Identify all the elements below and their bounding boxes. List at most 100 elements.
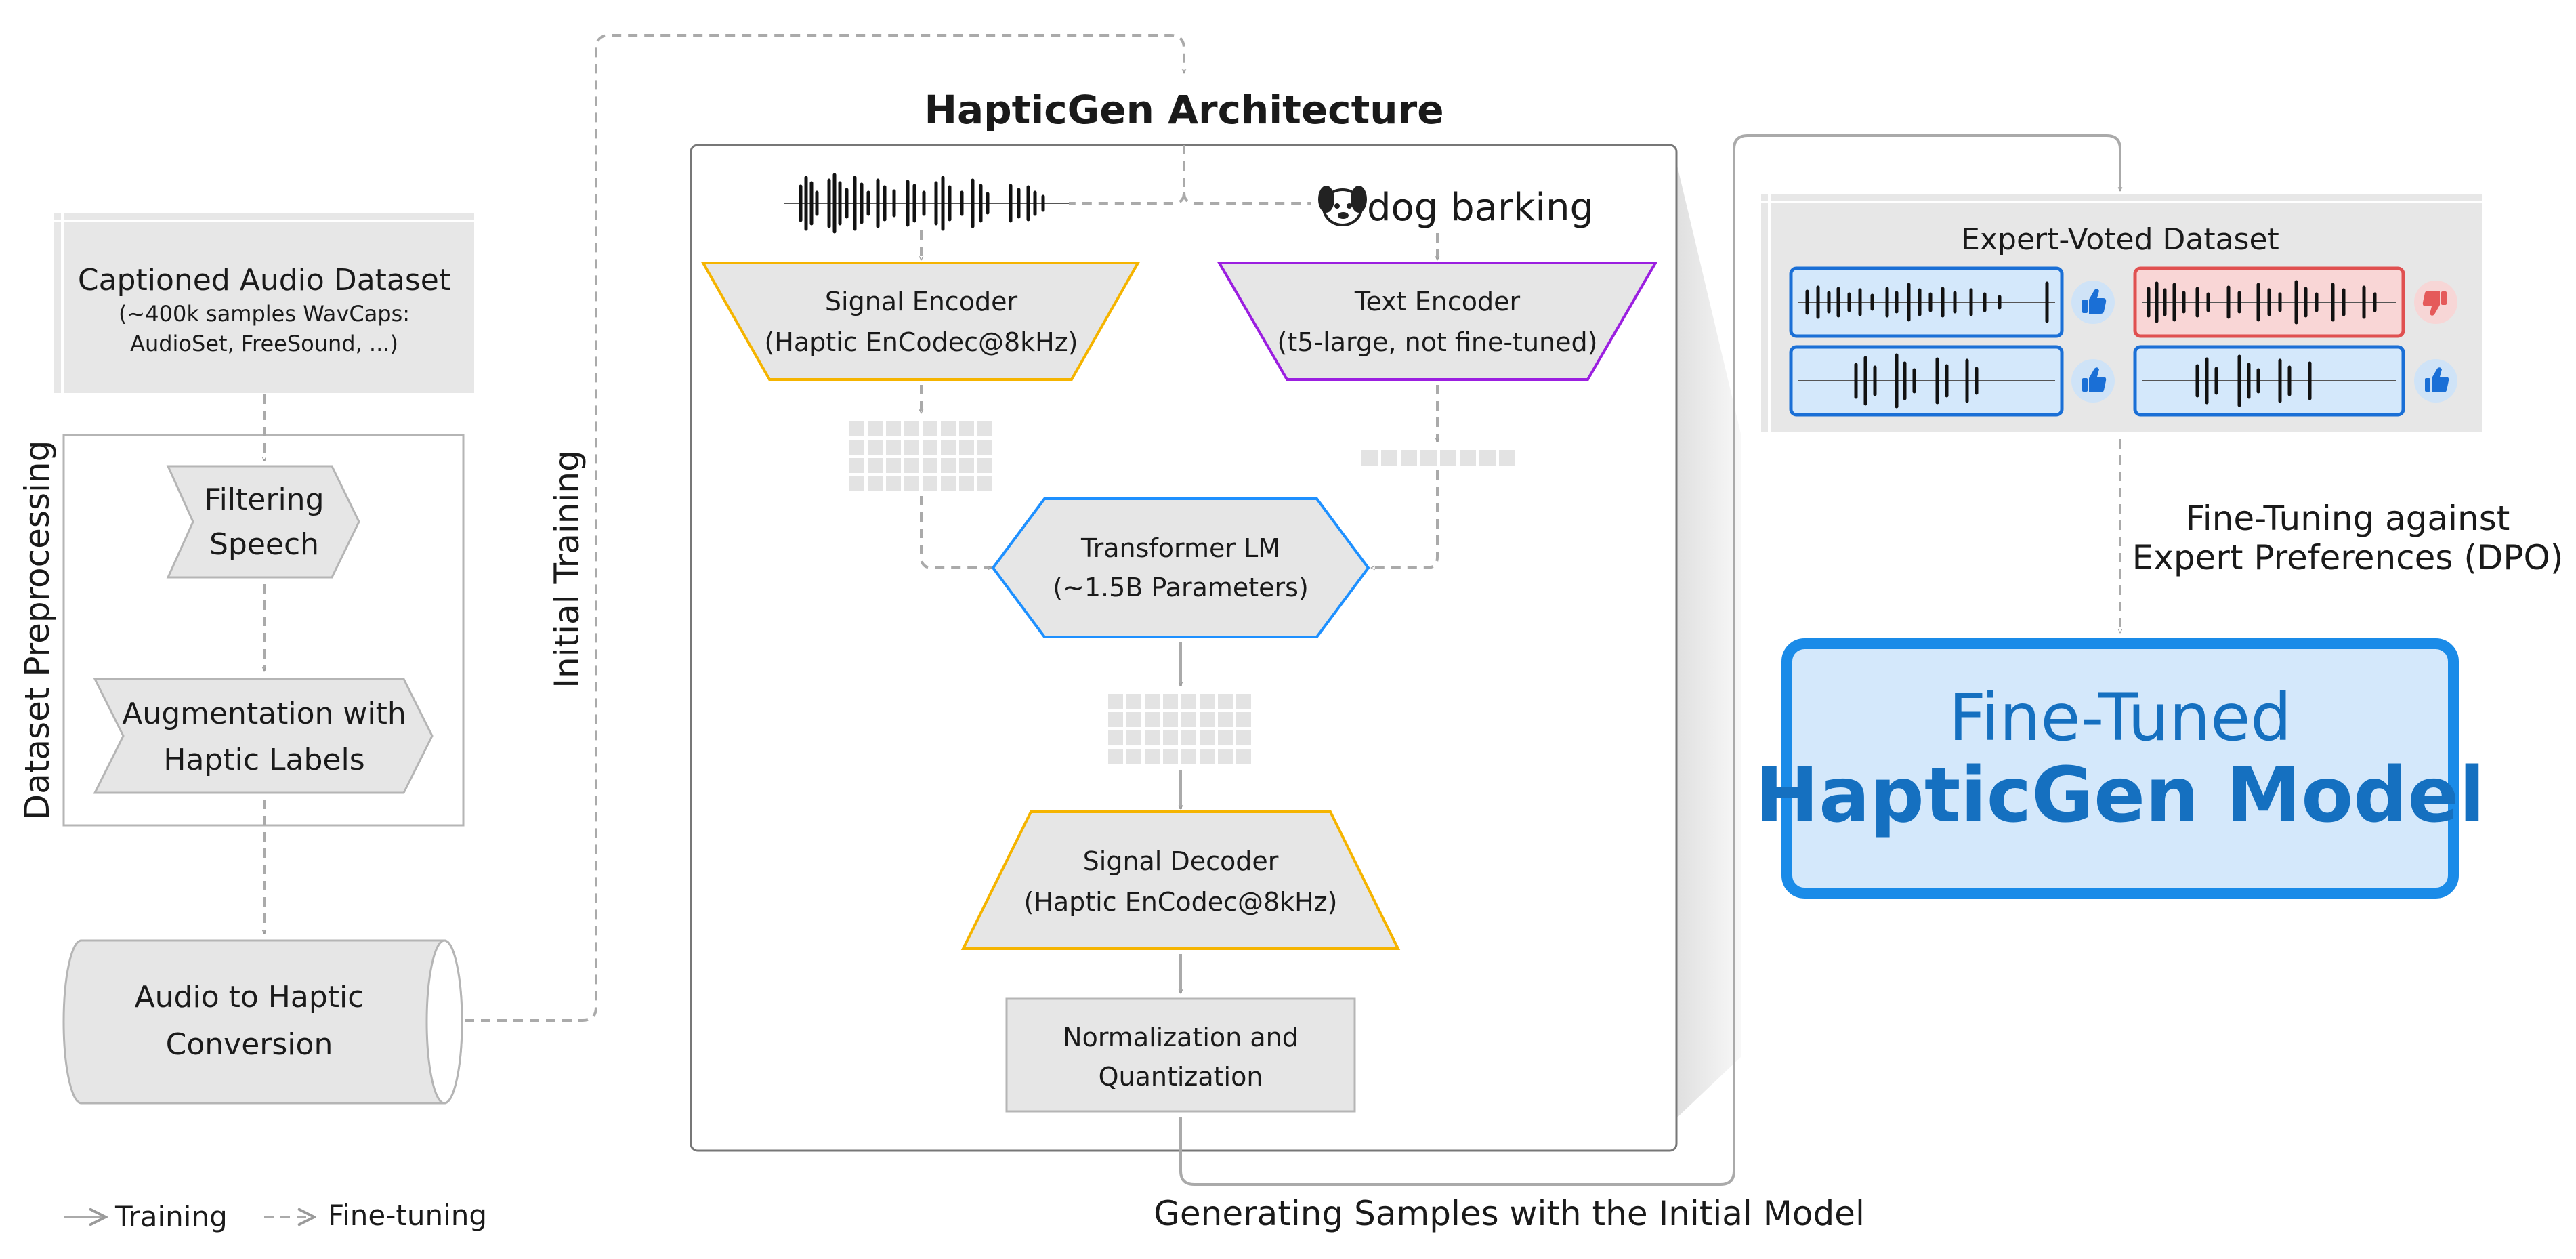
token-cell [868, 476, 883, 491]
text-prompt-label: dog barking [1367, 186, 1594, 230]
dpo-label-1: Fine-Tuning against [2186, 499, 2510, 538]
token-cell [849, 440, 864, 455]
token-cell [1218, 730, 1233, 745]
signal-token-grid [849, 421, 992, 491]
token-cell [1236, 712, 1251, 727]
token-cell [849, 421, 864, 436]
token-cell [886, 421, 901, 436]
transformer-lm: Transformer LM (~1.5B Parameters) [991, 497, 1370, 638]
thumbs-down-icon [2414, 281, 2457, 324]
token-cell [1181, 694, 1196, 709]
architecture-title: HapticGen Architecture [924, 87, 1443, 133]
transformer-label-1: Transformer LM [1080, 533, 1280, 563]
token-cell [868, 458, 883, 473]
token-cell [923, 476, 937, 491]
token-cell [1440, 450, 1456, 466]
text-encoder-label-1: Text Encoder [1354, 287, 1521, 316]
dataset-preprocessing-section: Dataset Preprocessing Captioned Audio Da… [18, 213, 474, 1105]
legend-finetuning-label: Fine-tuning [328, 1199, 487, 1232]
token-cell [868, 440, 883, 455]
legend: Training Fine-tuning [64, 1199, 487, 1233]
token-cell [886, 440, 901, 455]
augmentation-step: Augmentation with Haptic Labels [93, 678, 434, 794]
token-cell [1200, 730, 1215, 745]
transformer-label-2: (~1.5B Parameters) [1053, 573, 1309, 602]
token-cell [886, 458, 901, 473]
token-cell [1126, 712, 1141, 727]
token-cell [849, 476, 864, 491]
dataset-subtitle-2: AudioSet, FreeSound, ...) [130, 331, 398, 356]
filter-label-2: Speech [209, 527, 319, 562]
token-cell [1200, 749, 1215, 764]
norm-label-2: Quantization [1099, 1062, 1263, 1092]
token-cell [1236, 694, 1251, 709]
dpo-label-2: Expert Preferences (DPO) [2132, 538, 2564, 577]
token-cell [1181, 712, 1196, 727]
audio-to-haptic-conversion: Audio to Haptic Conversion [62, 939, 463, 1105]
token-cell [1126, 694, 1141, 709]
arrow-signal-tokens-to-lm [920, 496, 992, 568]
token-cell [1218, 712, 1233, 727]
token-cell [1236, 749, 1251, 764]
token-cell [1218, 694, 1233, 709]
token-cell [941, 440, 956, 455]
token-cell [886, 476, 901, 491]
sample-card-4 [2133, 345, 2405, 417]
thumbs-up-icon [2071, 359, 2115, 403]
token-cell [1499, 450, 1515, 466]
token-cell [923, 458, 937, 473]
dog-face-icon [1318, 186, 1367, 226]
token-cell [868, 421, 883, 436]
token-cell [1218, 749, 1233, 764]
signal-decoder: Signal Decoder (Haptic EnCodec@8kHz) [960, 810, 1401, 950]
token-cell [1181, 749, 1196, 764]
token-cell [1126, 730, 1141, 745]
token-cell [1420, 450, 1437, 466]
token-cell [1236, 730, 1251, 745]
expert-dataset-title: Expert-Voted Dataset [1961, 222, 2279, 257]
token-cell [1163, 749, 1178, 764]
norm-label-1: Normalization and [1063, 1023, 1298, 1052]
captioned-audio-dataset: Captioned Audio Dataset (~400k samples W… [54, 213, 474, 393]
legend-training-label: Training [114, 1200, 228, 1233]
token-cell [1163, 730, 1178, 745]
token-cell [1163, 694, 1178, 709]
token-cell [1361, 450, 1378, 466]
input-waveform [784, 173, 1069, 234]
token-cell [904, 421, 919, 436]
token-cell [1108, 694, 1123, 709]
filter-label-1: Filtering [204, 482, 324, 517]
token-cell [1145, 749, 1160, 764]
token-cell [1200, 712, 1215, 727]
token-cell [1401, 450, 1417, 466]
text-encoder: Text Encoder (t5-large, not fine-tuned) [1217, 262, 1658, 381]
initial-training-label: Initial Training [547, 450, 587, 688]
sample-card-3 [1789, 345, 2064, 417]
token-cell [1163, 712, 1178, 727]
text-token-row [1361, 450, 1515, 466]
split-line-left [1069, 145, 1185, 205]
token-cell [904, 458, 919, 473]
token-cell [959, 440, 974, 455]
dataset-preprocessing-label: Dataset Preprocessing [18, 440, 57, 821]
conversion-label-1: Audio to Haptic [135, 980, 364, 1014]
token-cell [977, 440, 992, 455]
lm-token-grid [1108, 694, 1251, 764]
token-cell [1108, 730, 1123, 745]
normalization-quantization: Normalization and Quantization [1005, 997, 1356, 1113]
generating-samples-label: Generating Samples with the Initial Mode… [1154, 1194, 1865, 1233]
token-cell [1145, 694, 1160, 709]
token-cell [849, 458, 864, 473]
augment-label-1: Augmentation with [122, 697, 406, 731]
token-cell [1108, 749, 1123, 764]
sample-card-2 [2133, 266, 2405, 338]
token-cell [904, 476, 919, 491]
token-cell [1145, 712, 1160, 727]
signal-encoder-label-2: (Haptic EnCodec@8kHz) [764, 327, 1078, 357]
generating-samples-path [1179, 134, 2120, 1186]
final-model-line2: HapticGen Model [1755, 751, 2485, 840]
signal-encoder-label-1: Signal Encoder [825, 287, 1018, 316]
token-cell [959, 458, 974, 473]
token-cell [1479, 450, 1496, 466]
